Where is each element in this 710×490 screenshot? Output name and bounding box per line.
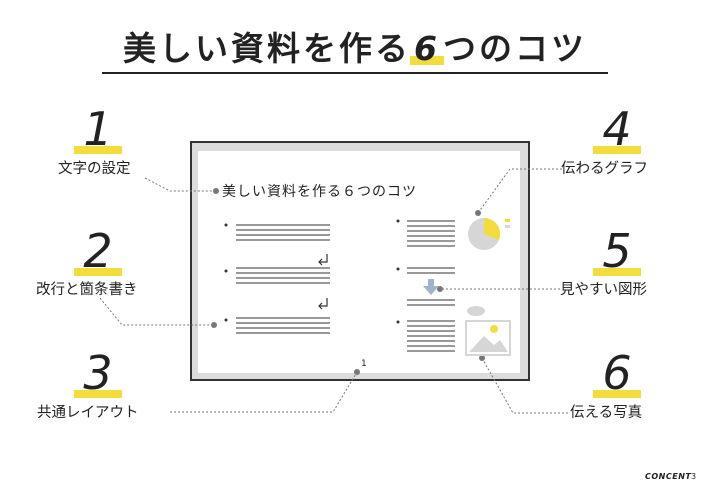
return-arrow-icon xyxy=(318,254,328,310)
slide-title: 美しい資料を作る６つのコツ xyxy=(222,184,417,200)
title-number: 6 xyxy=(410,29,444,68)
tip-number-2: 2 xyxy=(68,228,128,276)
connector-2 xyxy=(99,297,214,326)
connector-dot-5 xyxy=(437,286,443,292)
image-placeholder-icon xyxy=(465,306,511,356)
bullet-dots-right xyxy=(396,219,400,324)
bullet-dots-left xyxy=(224,223,228,322)
tip-number-1: 1 xyxy=(68,106,128,154)
connector-dots xyxy=(211,188,485,375)
down-arrow-icon xyxy=(423,279,439,295)
connector-lines xyxy=(99,168,568,414)
footer-brand-logo: CONCENT xyxy=(645,472,692,481)
tip-number-5: 5 xyxy=(587,228,647,276)
connector-dot-4 xyxy=(475,210,481,216)
footer-page-number: 3 xyxy=(691,472,697,481)
slide-page-number: 1 xyxy=(361,359,367,369)
connector-dot-6 xyxy=(479,355,485,361)
tip-label-2: 改行と箇条書き xyxy=(36,282,138,298)
title-underline xyxy=(102,72,608,74)
pie-chart-icon xyxy=(468,217,510,250)
connector-6 xyxy=(481,357,568,414)
connector-1 xyxy=(144,177,216,192)
connector-dot-2 xyxy=(211,322,217,328)
bullet-list-left xyxy=(236,224,330,334)
title-suffix: つのコツ xyxy=(442,29,587,68)
tip-label-5: 見やすい図形 xyxy=(560,282,647,298)
connector-dot-1 xyxy=(213,188,219,194)
tip-label-4: 伝わるグラフ xyxy=(561,161,648,177)
tip-number-4: 4 xyxy=(587,106,647,154)
tip-label-3: 共通レイアウト xyxy=(37,405,139,421)
connector-4 xyxy=(477,168,562,214)
connector-dot-3 xyxy=(354,369,360,375)
tip-number-6: 6 xyxy=(587,350,647,398)
connector-3 xyxy=(170,371,358,413)
tip-label-6: 伝える写真 xyxy=(570,405,643,421)
page-title: 美しい資料を作る6つのコツ xyxy=(0,22,710,70)
tip-label-1: 文字の設定 xyxy=(58,161,131,177)
bullet-list-right xyxy=(407,220,455,352)
title-main: 美しい資料を作る xyxy=(123,29,412,68)
tip-number-3: 3 xyxy=(68,350,128,398)
